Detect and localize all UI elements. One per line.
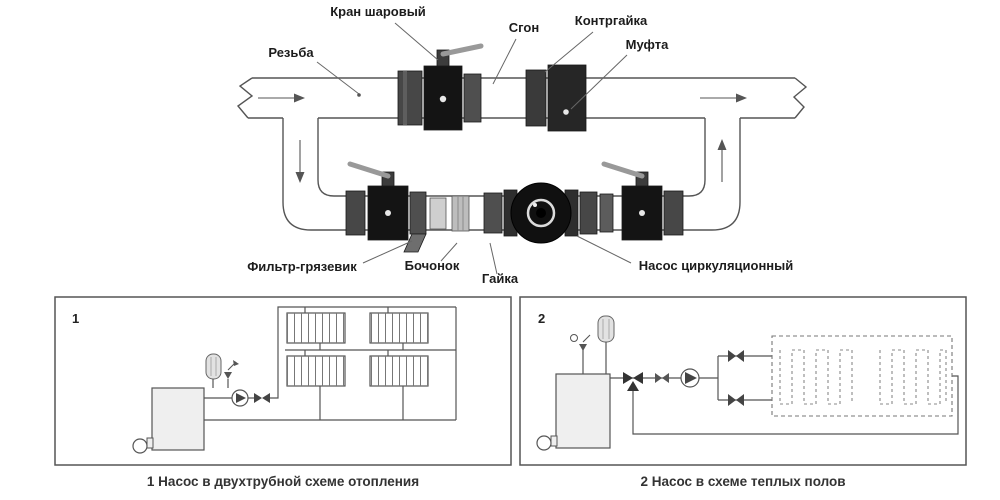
valve-1 xyxy=(254,393,270,403)
label-text: Насос циркуляционный xyxy=(639,258,794,273)
main-pipe xyxy=(236,77,808,119)
label-text: Гайка xyxy=(482,271,519,286)
label-text: Бочонок xyxy=(405,258,460,273)
scheme-2: 2 xyxy=(519,296,967,466)
nut-fitting xyxy=(483,192,503,234)
expansion-tank-2 xyxy=(597,315,615,374)
pipes-2 xyxy=(610,355,959,435)
label-coupling: Муфта xyxy=(570,37,669,110)
ball-valve-main xyxy=(423,43,484,131)
valve-lever xyxy=(347,161,391,179)
label-thread: Резьба xyxy=(268,45,361,97)
coupling-fitting xyxy=(547,64,587,132)
label-text: Кран шаровый xyxy=(330,4,426,19)
label-sgon: Сгон xyxy=(492,20,539,85)
flow-arrow-left xyxy=(258,93,305,103)
label-text: Муфта xyxy=(626,37,669,52)
scheme-1-frame xyxy=(54,296,512,466)
floor-manifold-outline xyxy=(771,335,953,417)
scheme-1-caption: 1 Насос в двухтрубной схеме отопления xyxy=(147,474,419,489)
radiator-b2 xyxy=(369,355,429,387)
pressure-gauge-icon xyxy=(570,334,578,342)
flow-arrow-down xyxy=(295,140,305,183)
label-text: Сгон xyxy=(509,20,539,35)
ball-valve-bypass-right xyxy=(601,161,663,241)
scheme-1: 1 xyxy=(54,296,512,466)
label-barrel: Бочонок xyxy=(405,242,460,273)
scheme-2-number: 2 xyxy=(538,311,545,326)
scheme-2-caption: 2 Насос в схеме теплых полов xyxy=(640,474,845,489)
flow-arrow-up xyxy=(717,139,727,182)
expansion-tank-1 xyxy=(205,353,222,388)
captions: 1 Насос в двухтрубной схеме отопления 2 … xyxy=(147,474,846,489)
boiler-1 xyxy=(132,387,205,454)
safety-group-2 xyxy=(570,334,591,374)
label-locknut: Контргайка xyxy=(544,13,648,73)
valve-lever xyxy=(601,161,645,179)
pipe-break-right xyxy=(792,77,808,119)
radiator-a1 xyxy=(286,312,346,344)
barrel-nipple xyxy=(429,195,470,232)
pipe-break-left xyxy=(236,77,254,119)
bypass-union-b xyxy=(579,191,614,235)
union-nut-fitting xyxy=(397,70,423,126)
valve-supply-2 xyxy=(728,350,744,362)
label-ball-valve: Кран шаровый xyxy=(330,4,439,61)
floor-coil-left xyxy=(779,349,853,405)
valve-return-2 xyxy=(728,394,744,406)
pump-2 xyxy=(680,368,700,388)
check-valve-2 xyxy=(655,373,669,383)
label-text: Контргайка xyxy=(575,13,648,28)
installation-diagram: Кран шаровый Сгон Контргайка Муфта Резьб… xyxy=(236,4,808,286)
floor-coil-right xyxy=(879,349,947,405)
floor-loops-2 xyxy=(771,335,953,417)
bypass-union-a xyxy=(345,190,366,236)
label-text: Фильтр-грязевик xyxy=(247,259,357,274)
radiator-b1 xyxy=(369,312,429,344)
label-text: Резьба xyxy=(268,45,314,60)
burner-icon xyxy=(132,438,148,454)
strainer-fitting xyxy=(403,191,427,253)
mixing-valve-2 xyxy=(623,372,643,391)
pump-1 xyxy=(231,389,249,407)
circulation-pump xyxy=(503,182,579,244)
bypass-union-c xyxy=(663,190,684,236)
label-nut: Гайка xyxy=(482,242,519,286)
locknut-fitting xyxy=(525,69,547,127)
valve-lever xyxy=(440,43,484,57)
burner-icon xyxy=(536,435,552,451)
label-strainer: Фильтр-грязевик xyxy=(247,240,413,274)
ball-valve-bypass-left xyxy=(347,161,409,241)
pipes-1 xyxy=(204,306,457,421)
scheme-1-number: 1 xyxy=(72,311,79,326)
flow-arrow-right xyxy=(700,93,747,103)
label-pump: Насос циркуляционный xyxy=(576,235,794,273)
radiator-a2 xyxy=(286,355,346,387)
safety-valve-1 xyxy=(224,360,239,388)
